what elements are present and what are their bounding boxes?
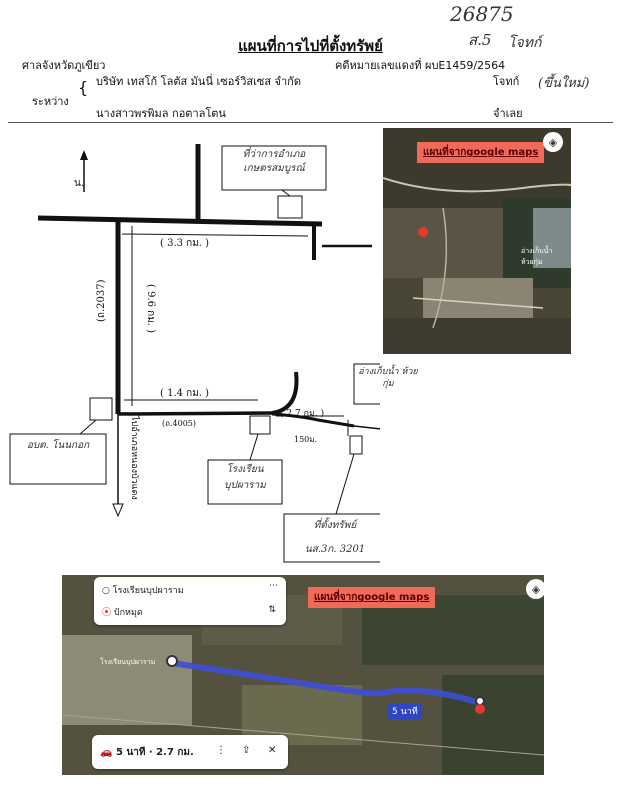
share-icon[interactable]: ⇪ (242, 745, 251, 756)
sao-box (89, 397, 113, 421)
satellite-map-2[interactable]: ○ โรงเรียนบุปผาราม ⋯ ⦿ ปักหมุด ⇅ แผนที่จ… (62, 575, 544, 775)
satellite-map-1[interactable]: แผนที่จากgoogle maps ◈ อ่างเก็บน้ำ ห้วยก… (383, 128, 571, 354)
road-to-asset (271, 412, 355, 428)
steps-icon[interactable]: ⋮ (216, 745, 226, 756)
plaintiff-role: โจทก์ (493, 75, 520, 88)
sao-callout (9, 433, 107, 485)
stamp-note: โจทก์ (508, 35, 542, 51)
dist-96-label: ( 9.6 กม. ) (145, 284, 156, 333)
road-4005 (117, 411, 273, 416)
header-divider (8, 122, 613, 123)
plaintiff-name: บริษัท เทสโก้ โลตัส มันนี่ เซอร์วิสเซส จ… (96, 75, 301, 88)
destination-row[interactable]: ⦿ ปักหมุด (102, 605, 143, 619)
north-label: น. (74, 178, 84, 189)
school-callout (207, 459, 283, 505)
between-label: ระหว่าง (32, 95, 69, 108)
sao-text: อบต. โนนกอก (26, 440, 90, 451)
road-top (37, 215, 323, 227)
deed-text: นส.3ก. 3201 (304, 544, 366, 555)
origin-dot-icon: ○ (102, 586, 110, 596)
route-panel: ○ โรงเรียนบุปผาราม ⋯ ⦿ ปักหมุด ⇅ (94, 577, 286, 625)
layers-icon[interactable]: ◈ (543, 132, 563, 152)
case-number: คดีหมายเลขแดงที่ ผบE1459/2564 (335, 59, 506, 72)
summary-row[interactable]: 🚗 5 นาที · 2.7 กม. (100, 745, 194, 760)
dist-27-label: ( 2.7 กม. ) (280, 408, 324, 419)
stamp-sub: (ขึ้นใหม่) (538, 76, 590, 91)
office-callout (221, 145, 327, 191)
dist-14-label: ( 1.4 กม. ) (160, 388, 209, 399)
dam-callout (353, 363, 380, 405)
map2-label: แผนที่จากgoogle maps (308, 587, 436, 608)
road-2037-label: (ถ.2037) (96, 279, 107, 322)
road-to-dam (353, 425, 380, 430)
road-curve (271, 371, 299, 415)
map1-place-label: อ่างเก็บน้ำ ห้วยกุ่ม (521, 247, 553, 266)
satellite-map-1-terrain (383, 128, 571, 354)
close-icon[interactable]: ✕ (268, 745, 277, 756)
origin-text: โรงเรียนบุปผาราม (112, 586, 184, 596)
defendant-name: นางสาวพรพิมล กอตาลโตน (96, 107, 226, 120)
brace-icon: { (78, 78, 89, 97)
defendant-role: จำเลย (493, 107, 523, 120)
dim-33 (121, 233, 309, 237)
sketch-map: น. ( 3.3 กม. ) ( 9.6 กม. ) (ถ.2037) ( 1.… (9, 144, 380, 563)
road-4005-label: (ถ.4005) (162, 419, 196, 428)
page-title: แผนที่การไปที่ตั้งทรัพย์ (238, 37, 383, 55)
dam-text: อ่างเก็บน้ำ ห้วยกุ่ม (358, 367, 418, 389)
swap-icon[interactable]: ⇅ (268, 605, 276, 615)
route-badge: 5 นาที (388, 703, 422, 719)
car-icon: 🚗 (100, 747, 113, 758)
asset-box (349, 435, 363, 455)
stamp-number: 26875 (450, 2, 514, 26)
summary-text: 5 นาที · 2.7 กม. (115, 747, 194, 758)
office-box (277, 195, 303, 219)
south-arrow (112, 503, 124, 518)
to-place-label: ไปอำเภอหนองบัวแดง (129, 415, 140, 500)
stamp-code: ส.5 (468, 31, 492, 49)
school-box (249, 415, 271, 435)
dist-150-label: 150ม. (294, 435, 317, 444)
map2-layers-icon[interactable]: ◈ (526, 579, 544, 599)
origin-row[interactable]: ○ โรงเรียนบุปผาราม (102, 583, 184, 597)
destination-text: ปักหมุด (113, 608, 143, 618)
office-text: ที่ว่าการอำเภอ เกษตรสมบูรณ์ (242, 149, 306, 174)
more-icon[interactable]: ⋯ (269, 581, 278, 591)
school-text: โรงเรียน บุปผาราม (224, 464, 266, 491)
map2-school-label: โรงเรียนบุปผาราม (100, 658, 156, 666)
dist-33-label: ( 3.3 กม. ) (160, 238, 209, 249)
court-name: ศาลจังหวัดภูเขียว (22, 59, 106, 72)
map1-label: แผนที่จากgoogle maps (417, 142, 545, 163)
summary-panel: 🚗 5 นาที · 2.7 กม. ⋮ ⇪ ✕ (92, 735, 288, 769)
asset-text: ที่ตั้งทรัพย์ (313, 520, 357, 531)
north-arrow-head (80, 150, 88, 160)
asset-callout (283, 513, 380, 563)
pin-icon: ⦿ (102, 608, 112, 618)
